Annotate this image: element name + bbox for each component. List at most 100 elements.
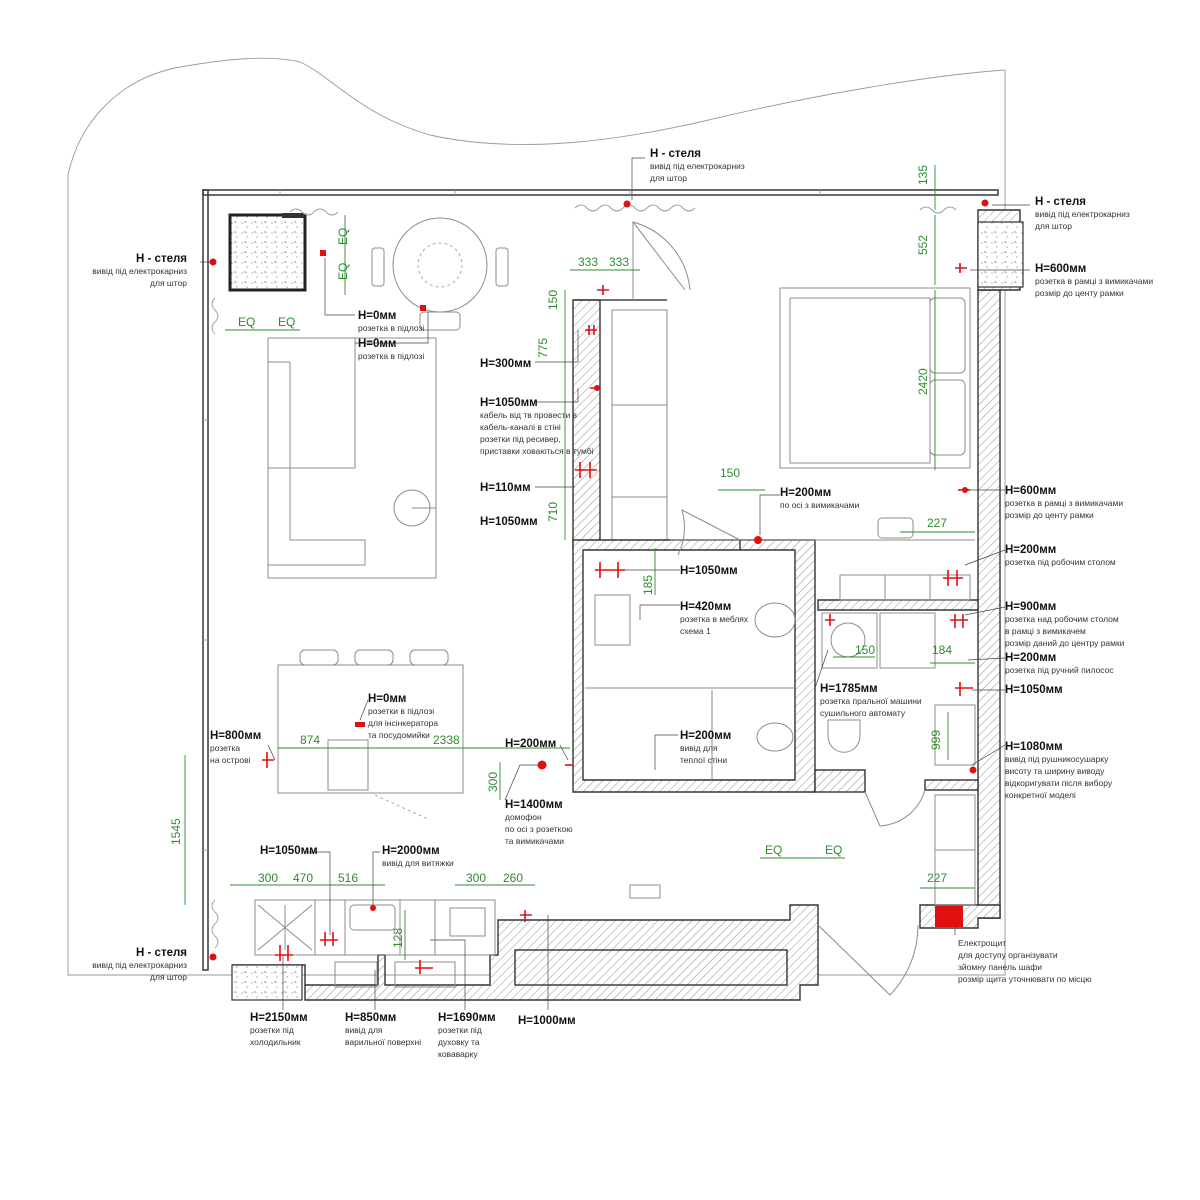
annotation-note: розетка в підлозі — [358, 351, 424, 361]
annotation-title: H=200мм — [680, 730, 731, 742]
annotation-note: для штор — [650, 173, 687, 183]
living-furniture — [267, 217, 509, 821]
annotation-note: розетки під — [438, 1025, 482, 1035]
annotation-note: розетка над робочим столом — [1005, 614, 1119, 624]
bathroom-2 — [814, 599, 979, 906]
annotation-note: розетка під робочим столом — [1005, 557, 1116, 567]
dim-710: 710 — [546, 502, 560, 522]
annotation-note: розетка в рамці з вимикачами — [1035, 276, 1153, 286]
dim-eq-3: EQ — [336, 228, 350, 245]
annotation-note: розетка в меблях — [680, 614, 749, 624]
annotation-note: та посудомийки — [368, 730, 430, 740]
annotation-l14: H=1050мм — [680, 565, 738, 577]
annotation-title: H=0мм — [358, 338, 396, 350]
dim-775: 775 — [536, 338, 550, 358]
dim-2420: 2420 — [916, 368, 930, 395]
annotation-l9: H=110мм — [480, 482, 531, 494]
annotation-note: розетки в підлозі — [368, 706, 434, 716]
annotation-note: кабель-каналі в стіні — [480, 422, 561, 432]
annotation-note: для інсінкератора — [368, 718, 438, 728]
annotation-note: розетка під ручний пилосос — [1005, 665, 1114, 675]
annotation-title: H=110мм — [480, 482, 531, 494]
annotation-note: розмір до центу рамки — [1005, 510, 1094, 520]
annotation-title: H=1690мм — [438, 1012, 496, 1024]
tv-partition — [572, 299, 668, 549]
dim-eq-1: EQ — [238, 315, 255, 329]
columns — [228, 213, 1024, 1001]
annotation-note: розмір до центу рамки — [1035, 288, 1124, 298]
dim-135: 135 — [916, 165, 930, 185]
annotation-title: H=200мм — [1005, 544, 1056, 556]
annotation-title: H=850мм — [345, 1012, 396, 1024]
annotation-note: варильної поверхні — [345, 1037, 421, 1047]
dim-eq-5: EQ — [765, 843, 782, 857]
annotation-title: H=1785мм — [820, 683, 878, 695]
dim-eq-2: EQ — [278, 315, 295, 329]
dim-333-a: 333 — [578, 255, 598, 269]
annotation-note: вивід для — [680, 743, 718, 753]
annotation-note: вивід під електрокарниз — [1035, 209, 1130, 219]
dimension-labels: 135 552 2420 333 333 150 775 710 150 227… — [169, 165, 952, 948]
annotation-title: H=200мм — [505, 738, 556, 750]
annotation-l7: H=300мм — [480, 358, 531, 370]
annotation-title: H=0мм — [358, 310, 396, 322]
terrace-outline — [67, 57, 1006, 976]
annotation-note: по осі з вимикачами — [780, 500, 859, 510]
annotation-title: H=1050мм — [1005, 684, 1063, 696]
annotation-title: H=1050мм — [680, 565, 738, 577]
annotation-title: H - стеля — [136, 253, 187, 265]
annotation-note: розетки під — [250, 1025, 294, 1035]
dim-300-a: 300 — [486, 772, 500, 792]
annotation-note: Електрощит — [958, 938, 1006, 948]
annotation-note: в рамці з вимикачем — [1005, 626, 1086, 636]
dim-227-a: 227 — [927, 516, 947, 530]
dim-150-c: 150 — [855, 643, 875, 657]
dim-128: 128 — [391, 928, 405, 948]
annotation-title: H=420мм — [680, 601, 731, 613]
dim-300-c: 300 — [466, 871, 486, 885]
annotation-title: H=1000мм — [518, 1015, 576, 1027]
annotation-title: H=800мм — [210, 730, 261, 742]
annotation-title: H=1050мм — [480, 397, 538, 409]
annotation-note: холодильник — [250, 1037, 301, 1047]
annotation-title: H - стеля — [136, 947, 187, 959]
dim-333-b: 333 — [609, 255, 629, 269]
annotation-note: розетки під ресивер, — [480, 434, 561, 444]
dim-999: 999 — [929, 730, 943, 750]
curtain-tracks — [211, 204, 957, 949]
annotation-note: зйомну панель шафи — [958, 962, 1042, 972]
dim-150-b: 150 — [720, 466, 740, 480]
dim-184: 184 — [932, 643, 952, 657]
annotation-note: відкоригувати після вибору — [1005, 778, 1113, 788]
annotation-title: H=200мм — [1005, 652, 1056, 664]
annotation-note: домофон — [505, 812, 542, 822]
dim-150-a: 150 — [546, 290, 560, 310]
annotation-note: для штор — [1035, 221, 1072, 231]
annotation-title: H=200мм — [780, 487, 831, 499]
dim-260: 260 — [503, 871, 523, 885]
dim-2338: 2338 — [433, 733, 460, 747]
dim-227-b: 227 — [927, 871, 947, 885]
annotation-l22: H=200мм — [505, 738, 556, 750]
annotation-note: схема 1 — [680, 626, 711, 636]
annotation-title: H=300мм — [480, 358, 531, 370]
annotation-note: вивід під електрокарниз — [92, 960, 187, 970]
annotation-note: вивід для витяжки — [382, 858, 454, 868]
annotation-note: конкретної моделі — [1005, 790, 1076, 800]
annotation-note: по осі з розеткою — [505, 824, 573, 834]
